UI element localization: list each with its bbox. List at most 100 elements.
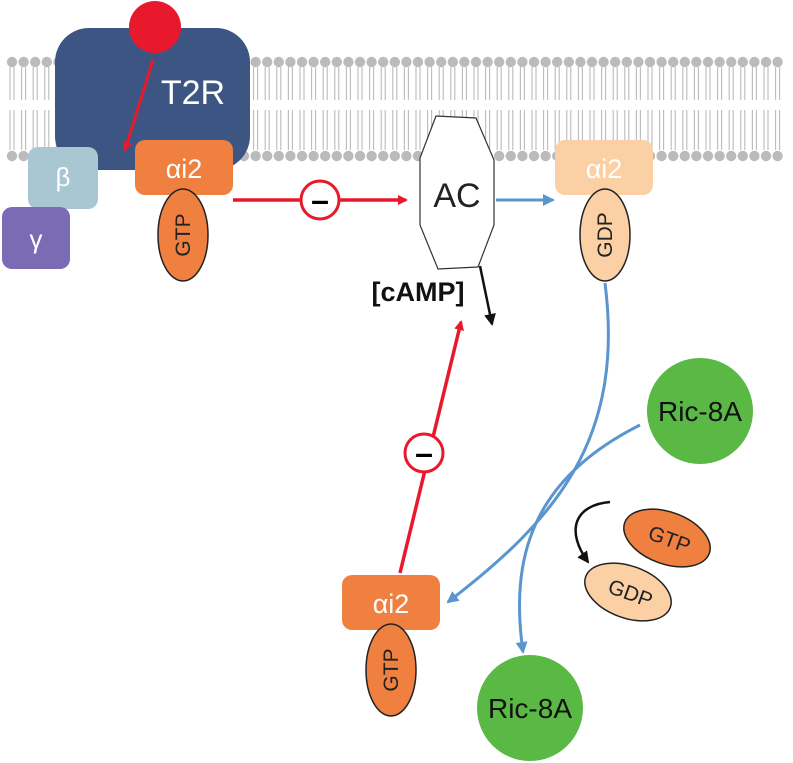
lipid-tail [32,110,38,150]
lipid-head [18,150,29,162]
lipid-tail [450,67,456,100]
lipid-head [41,56,52,68]
gdp-exchange [584,562,672,622]
lipid-tail [647,67,653,100]
lipid-head [285,150,296,162]
lipid-head [726,56,737,68]
lipid-head [389,150,400,162]
lipid-tail [717,110,723,150]
lipid-tail [659,110,665,150]
lipid-head [6,150,18,162]
lipid-tail [311,110,317,150]
lipid-head [598,56,609,68]
lipid-tail [264,67,270,100]
minus-label-top: – [311,182,329,218]
minus-label-bottom: – [415,435,433,471]
lipid-head [273,56,284,68]
lipid-tail [380,67,386,100]
lipid-head [760,56,772,68]
lipid-head [436,56,447,68]
lipid-head [296,150,308,162]
minus-circle-bottom [403,432,445,474]
lipid-tail [392,67,398,100]
lipid-tail [357,67,363,100]
lipid-head [586,56,598,68]
lipid-tail [775,67,781,100]
lipid-tail [276,110,282,150]
lipid-head [378,150,389,162]
lipid-tail [415,110,421,150]
lipid-tail [589,67,595,100]
lipid-tail [635,67,641,100]
lipid-head [343,56,354,68]
lipid-tail [577,67,583,100]
lipid-head [320,56,331,68]
lipid-tail [751,67,757,100]
lipid-head [412,56,424,68]
lipid-tail [380,110,386,150]
lipid-tail [438,67,444,100]
lipid-tail [693,67,699,100]
lipid-head [459,56,470,68]
lipid-tail [531,110,537,150]
lipid-head [702,56,714,68]
lipid-tail [473,67,479,100]
lipid-tail [345,110,351,150]
lipid-tail [670,67,676,100]
lipid-tail [392,110,398,150]
lipid-tail [461,67,467,100]
lipid-tail [740,110,746,150]
lipid-tail [334,110,340,150]
lipid-tail [403,67,409,100]
gamma-subunit [2,207,70,269]
lipid-tail [253,67,259,100]
ligand-activation-arrow [122,59,155,152]
lipid-head [528,150,540,162]
lipid-head [575,56,586,68]
lipid-head [401,56,412,68]
alpha-i2-inactive-top [555,140,653,195]
lipid-head [494,150,505,162]
lipid-tail [287,67,293,100]
lipid-head [668,56,679,68]
lipid-tail [543,67,549,100]
lipid-tail [670,110,676,150]
gtp-bound-top [157,188,209,282]
lipid-head [262,56,273,68]
lipid-head [552,56,563,68]
lipid-head [285,56,296,68]
lipid-head [30,56,41,68]
lipid-tail [508,67,514,100]
lipid-tail [369,110,375,150]
ac-label: AC [433,177,480,215]
lipid-tail [740,67,746,100]
lipid-tail [415,67,421,100]
lipid-head [354,56,366,68]
ric-8a-label-top: Ric-8A [658,396,742,427]
lipid-tail [693,110,699,150]
lipid-head [691,150,702,162]
lipid-tail [566,67,572,100]
lipid-tail [276,67,282,100]
lipid-tail [357,110,363,150]
lipid-head [737,150,748,162]
lipid-head [18,56,29,68]
lipid-head [772,150,783,162]
lipid-tail [9,110,15,150]
lipid-head [714,56,725,68]
minus-circle-top [299,179,341,221]
lipid-tail [659,67,665,100]
lipid-head [679,56,690,68]
ligand-ball [129,1,181,53]
lipid-head [702,150,714,162]
lipid-head [563,56,574,68]
lipid-tail [763,67,769,100]
camp-label: [cAMP] [372,277,465,307]
ric-8a-label-bottom: Ric-8A [488,693,572,724]
gtp-label-top: GTP [172,213,195,256]
lipid-head [644,56,656,68]
lipid-tail [728,110,734,150]
t2r-label: T2R [161,74,225,112]
gtp-exchange [623,508,711,568]
lipid-tail [334,67,340,100]
